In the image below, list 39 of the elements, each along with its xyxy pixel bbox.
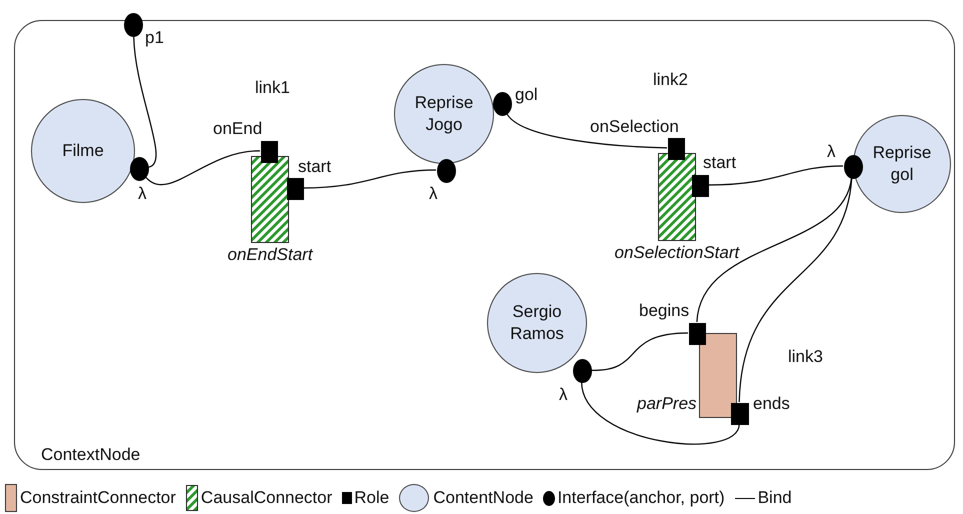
context-label: ContextNode <box>41 445 140 465</box>
link-label: link2 <box>653 70 688 90</box>
content-node-label: Sergio Ramos <box>509 301 565 345</box>
interface-label: gol <box>515 85 538 105</box>
interface-label: λ <box>559 385 568 405</box>
connector-label: parPres <box>637 394 697 414</box>
link-label: link3 <box>788 347 823 367</box>
legend-label: ConstraintConnector <box>20 488 176 508</box>
bind-line <box>302 169 436 189</box>
role-label: onSelection <box>590 117 679 137</box>
bind-line <box>581 382 740 445</box>
interface-label: λ <box>429 184 438 204</box>
legend-label: Role <box>354 488 390 508</box>
bind-line <box>506 112 668 148</box>
legend-label: ContentNode <box>433 488 534 508</box>
role-label: begins <box>639 301 690 321</box>
legend-label: Bind <box>758 488 792 508</box>
context-box <box>14 20 955 470</box>
connector-label: onEndStart <box>228 245 313 265</box>
role-label: start <box>703 153 736 173</box>
legend-label: Interface(anchor, port) <box>557 488 725 508</box>
content-node-label: Reprise gol <box>872 142 932 186</box>
legend-label: CausalConnector <box>200 488 332 508</box>
role-label: onEnd <box>213 119 262 139</box>
content-node-label: Reprise Jogo <box>414 92 474 136</box>
bind-line <box>590 332 688 371</box>
role-label: ends <box>753 394 790 414</box>
role-label: start <box>298 157 332 177</box>
bind-line <box>144 150 260 185</box>
bind-line <box>133 36 157 168</box>
bind-line <box>696 178 852 322</box>
link-label: link1 <box>255 78 290 98</box>
connector-label: onSelectionStart <box>614 243 740 263</box>
interface-label: λ <box>138 184 146 204</box>
interface-label: λ <box>827 142 836 162</box>
bind-line <box>708 165 844 186</box>
interface-label: p1 <box>145 28 164 48</box>
bind-line <box>738 178 852 402</box>
content-node-label: Filme <box>62 140 104 162</box>
